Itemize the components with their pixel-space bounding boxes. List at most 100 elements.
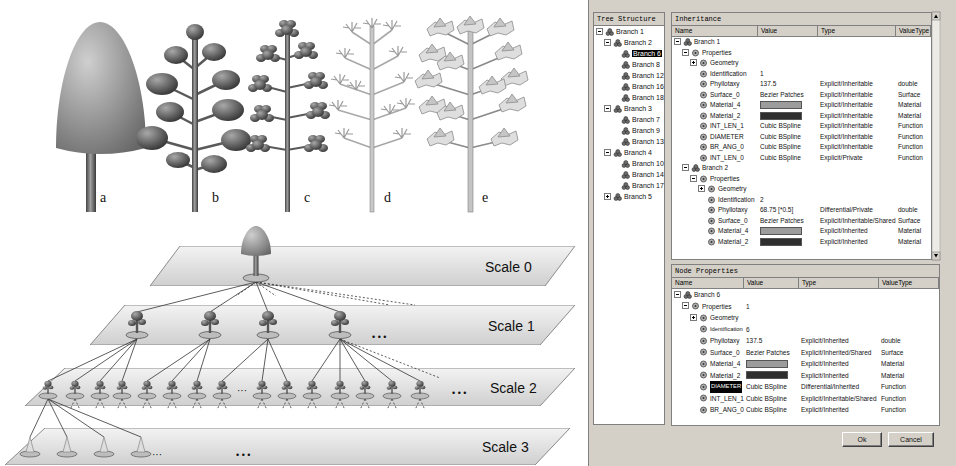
property-panel: Node PropertiesNameValueTypeValueTypeBra…: [671, 264, 940, 426]
table-row: Material_4Explicit/InheritedMaterial: [672, 358, 939, 370]
property-value: 6: [746, 324, 750, 336]
table-cell: Function: [879, 393, 939, 405]
property-value: Function: [898, 142, 923, 153]
branch-icon: [691, 164, 700, 172]
table-cell: Function: [896, 132, 931, 143]
tree-model-e: [427, 18, 454, 36]
property-icon: [707, 217, 716, 225]
toggle-box: [691, 175, 697, 181]
column-header: Value: [744, 278, 799, 288]
figure-label: ···: [152, 449, 162, 460]
property-name: Properties: [702, 301, 732, 313]
property-icon-ring: [701, 134, 707, 140]
table-cell: [799, 301, 879, 313]
table-cell: Function: [879, 404, 939, 416]
property-icon: [699, 314, 708, 322]
tree-model-e: [457, 16, 484, 34]
property-value: Function: [881, 393, 906, 405]
figure-label: d: [384, 190, 391, 205]
column-header: ValueType: [879, 278, 939, 288]
property-name: Geometry: [710, 312, 739, 324]
table-cell: Explicit/Inherited/Shared: [799, 347, 879, 359]
property-value: Explicit/Inheritable: [820, 132, 873, 143]
expand-toggle: [674, 291, 682, 299]
table-cell: Function: [896, 121, 931, 132]
branch-icon: [621, 182, 630, 190]
property-icon-core: [703, 146, 705, 148]
property-name: Surface_0: [718, 216, 748, 227]
property-value: double: [898, 79, 918, 90]
table-row: Geometry: [672, 184, 931, 195]
property-icon-core: [703, 104, 705, 106]
tree-model-b: [186, 24, 204, 40]
button-label: Cancel: [900, 436, 922, 443]
toggle-box: [675, 291, 681, 297]
table-cell: Function: [896, 153, 931, 164]
branch-icon: [613, 149, 622, 157]
label-holder: d: [384, 188, 391, 206]
property-icon-core: [703, 178, 705, 180]
table-cell: Identification: [672, 195, 758, 206]
table-cell: [896, 195, 931, 206]
tree-item: Branch 3: [624, 105, 652, 112]
property-name: Geometry: [718, 184, 747, 195]
label-holder: • • •: [452, 382, 466, 400]
property-value: 137.5: [760, 79, 776, 90]
toggle-bar: [684, 305, 687, 306]
expand-toggle: [690, 143, 698, 151]
branch-icon-dot: [608, 28, 612, 32]
table-cell: [879, 312, 939, 324]
tree-model-c: [250, 105, 274, 122]
branch-icon-dot: [624, 94, 628, 98]
expand-toggle: [674, 38, 682, 46]
column-header: Type: [818, 26, 896, 36]
table-cell: [818, 48, 896, 59]
branch-icon: [613, 39, 622, 47]
branch-icon: [621, 160, 630, 168]
toggle-bar: [607, 195, 608, 198]
property-name: Surface_0: [710, 90, 740, 101]
property-value: Explicit/Inheritable/Shared: [801, 393, 877, 405]
table-cell: Surface_0: [672, 216, 758, 227]
property-value: Material: [898, 100, 921, 111]
property-value: Explicit/Inherited: [820, 237, 868, 248]
table-cell: [818, 174, 896, 185]
table-cell: [758, 100, 818, 111]
toggle-bar: [701, 187, 702, 190]
scale-plane: Scale 0: [150, 246, 575, 286]
branch-icon: [621, 138, 630, 146]
property-icon-ring: [701, 102, 707, 108]
table-cell: Explicit/Inheritable: [818, 90, 896, 101]
property-icon: [691, 302, 700, 310]
table-cell: Branch 2: [672, 163, 758, 174]
label-holder: c: [304, 188, 310, 206]
tree-row: Branch 4: [594, 147, 664, 158]
property-name: Properties: [702, 48, 732, 59]
property-name: INT_LEN_1: [710, 121, 744, 132]
material-swatch: [746, 360, 788, 368]
table-row: Surface_0Bezier PatchesExplicit/Inherita…: [672, 90, 931, 101]
scrollbar: [932, 252, 940, 260]
property-name: Material_2: [718, 237, 748, 248]
property-icon: [707, 185, 716, 193]
table-cell: BR_ANG_0: [672, 404, 744, 416]
table-cell: Explicit/Inherited: [799, 404, 879, 416]
tree-row: Branch 14: [594, 169, 664, 180]
toggle-box: [683, 49, 689, 55]
tree-item: Branch 12: [632, 72, 664, 79]
toggle-box: [597, 28, 603, 34]
expand-toggle: [690, 80, 698, 88]
property-value: Bezier Patches: [746, 347, 790, 359]
property-name: Properties: [710, 174, 740, 185]
property-value: 68.75 [*0.5]: [760, 205, 793, 216]
toggle-box: [605, 105, 611, 111]
toggle-bar: [684, 52, 687, 53]
table-row: Phyllotaxy68.75 [*0.5]Differential/Priva…: [672, 205, 931, 216]
table-row: Surface_0Bezier PatchesExplicit/Inherita…: [672, 216, 931, 227]
property-value: Cubic BSpline: [746, 393, 787, 405]
table-cell: [799, 324, 879, 336]
label-holder: • • •: [236, 444, 250, 462]
branch-icon-dot: [694, 165, 698, 169]
expand-toggle: [690, 325, 698, 333]
toggle-bar: [692, 317, 695, 318]
